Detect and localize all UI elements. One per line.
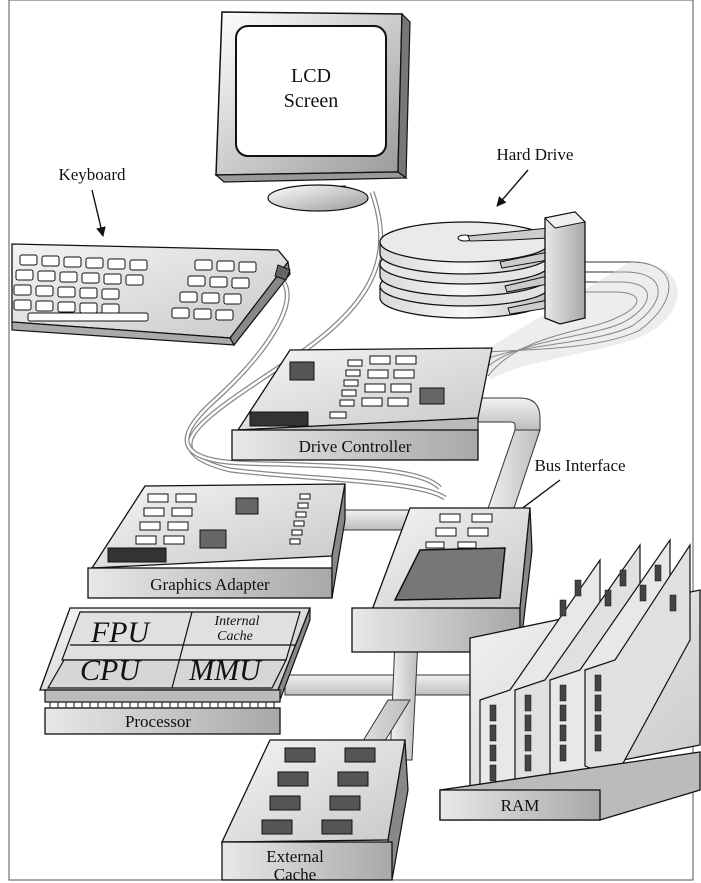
keyboard-arrow [91,189,106,237]
cpu-label: CPU [80,654,142,687]
hard-drive-arrow [496,169,529,207]
internal-cache-label-line1: Internal [213,614,259,629]
drive-controller-board: Drive Controller [231,347,493,461]
ribbon-cable [481,261,678,380]
lcd-screen-label-line2: Screen [284,90,338,112]
processor-label: Processor [125,712,191,731]
ram-sticks [479,538,691,821]
drive-controller-label: Drive Controller [299,437,412,456]
fpu-label: FPU [90,616,152,649]
processor-package: FPU Internal Cache CPU MMU Processor [39,607,311,735]
external-cache-unit: External Cache [220,739,409,883]
hard-drive: Hard Drive [379,145,587,325]
ram-module-bank: RAM [439,538,701,821]
actuator-housing [544,211,586,325]
bus-interface-label: Bus Interface [534,456,625,475]
graphics-adapter-board: Graphics Adapter [87,483,346,599]
cables [184,191,678,791]
mmu-label: MMU [188,654,263,687]
keyboard: Keyboard [11,165,291,347]
hard-drive-label: Hard Drive [497,145,574,164]
keyboard-label: Keyboard [58,165,126,184]
external-cache-label-line1: External [266,847,324,866]
ram-label: RAM [501,796,540,815]
keyboard-keys [13,254,257,322]
external-cache-label-line2: Cache [274,865,316,883]
lcd-screen-label-line1: LCD [291,65,331,87]
bus-interface-unit: Bus Interface [351,456,626,653]
lcd-monitor: LCD Screen [214,11,411,212]
internal-cache-label-line2: Cache [217,629,253,644]
graphics-adapter-label: Graphics Adapter [150,575,270,594]
